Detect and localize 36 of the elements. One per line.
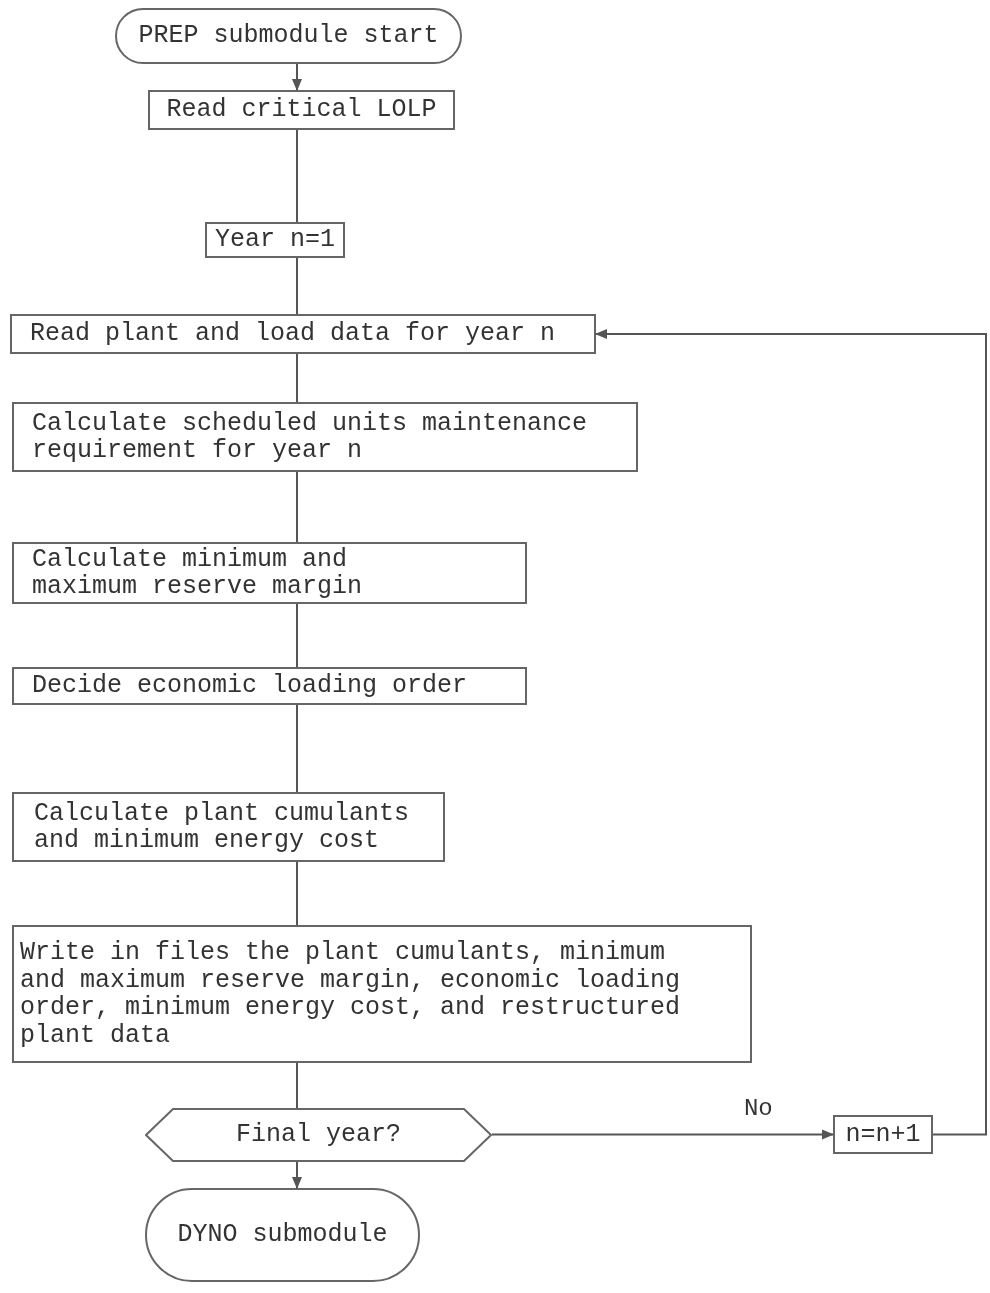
step-text: n=n+1 <box>845 1120 921 1149</box>
connector-line <box>296 1062 298 1109</box>
step-text: Calculate plant cumulants and minimum energy cost <box>34 799 411 855</box>
terminal-box <box>145 1188 420 1282</box>
step-text: Write in files the plant cumulants, minimum and maximum reserve margin, economic loading order, minimum energy cost, and restructured plant data <box>20 939 682 1049</box>
process-box <box>12 925 752 1063</box>
process-box <box>12 542 527 604</box>
process-box <box>12 402 638 472</box>
step-text: Decide economic loading order <box>32 672 468 700</box>
step-text: PREP submodule start <box>138 22 439 50</box>
process-box <box>12 667 527 705</box>
arrow <box>595 329 987 1136</box>
arrow <box>292 63 302 91</box>
step-text: DYNO submodule <box>177 1221 388 1249</box>
connector-line <box>296 257 298 315</box>
process-box <box>12 792 445 862</box>
step-text: Final year? <box>236 1121 401 1149</box>
connector-line <box>296 861 298 926</box>
decision-hexagon <box>145 1108 492 1162</box>
process-box <box>148 90 455 130</box>
connector-line <box>296 704 298 793</box>
step-text: Read critical LOLP <box>166 96 437 124</box>
arrow <box>292 1161 302 1189</box>
connector-line <box>296 353 298 403</box>
connector-line <box>296 603 298 668</box>
process-box <box>205 222 345 258</box>
process-box <box>10 314 596 354</box>
process-box <box>833 1115 933 1154</box>
step-text: Calculate minimum and maximum reserve margin <box>32 545 364 601</box>
connector-line <box>296 471 298 543</box>
step-text: Read plant and load data for year n <box>30 320 556 348</box>
connector-line <box>296 129 298 223</box>
arrow <box>491 1129 834 1140</box>
terminal-box <box>115 8 462 64</box>
step-text: Calculate scheduled units maintenance requirement for year n <box>32 409 589 465</box>
step-text: Year n=1 <box>215 226 335 254</box>
